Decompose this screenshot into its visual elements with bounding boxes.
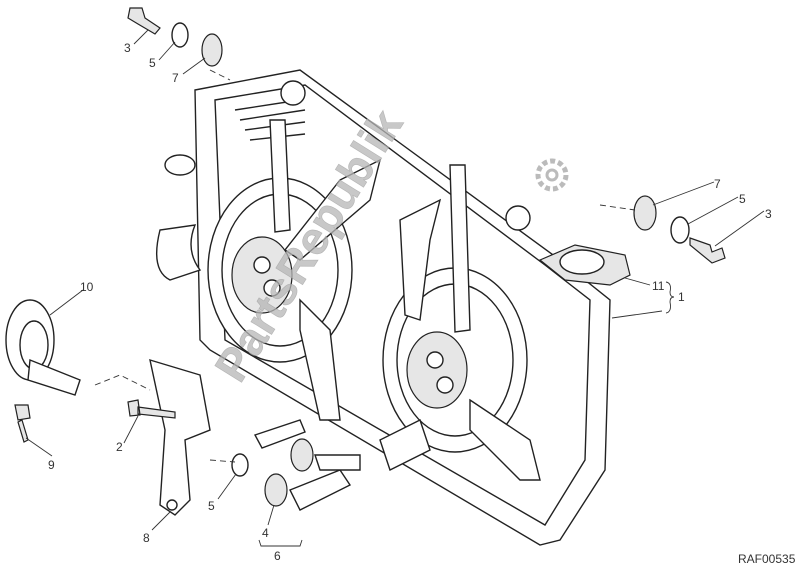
callout-9: 9: [48, 458, 55, 472]
callout-2: 2: [116, 440, 123, 454]
fan-right: [379, 164, 541, 481]
callout-6: 6: [274, 549, 281, 563]
callout-10: 10: [80, 280, 94, 294]
callout-8: 8: [143, 531, 150, 545]
callout-7: 7: [172, 71, 179, 85]
callout-labels: 3 5 7 7 5 3 11 1 10 9 2 8 5 4 6 RAF00535: [48, 41, 796, 566]
bolt-9: [14, 404, 31, 443]
fastener-set-right: [633, 195, 726, 264]
bracket: [127, 358, 211, 516]
fan-left: [207, 119, 382, 421]
callout-11: 11: [652, 279, 665, 293]
callout-5: 5: [149, 56, 156, 70]
fastener-set-bottom: [231, 419, 361, 511]
leader-lines: [25, 29, 765, 547]
callout-3: 3: [124, 41, 131, 55]
callout-4: 4: [262, 526, 269, 540]
callout-7: 7: [714, 177, 721, 191]
callout-5: 5: [208, 499, 215, 513]
gear-icon: [535, 158, 569, 192]
horn: [5, 299, 81, 396]
callout-5: 5: [739, 192, 746, 206]
callout-3: 3: [765, 207, 772, 221]
callout-1: 1: [678, 290, 685, 304]
fastener-set-top: [127, 7, 223, 67]
reference-code: RAF00535: [738, 552, 796, 566]
